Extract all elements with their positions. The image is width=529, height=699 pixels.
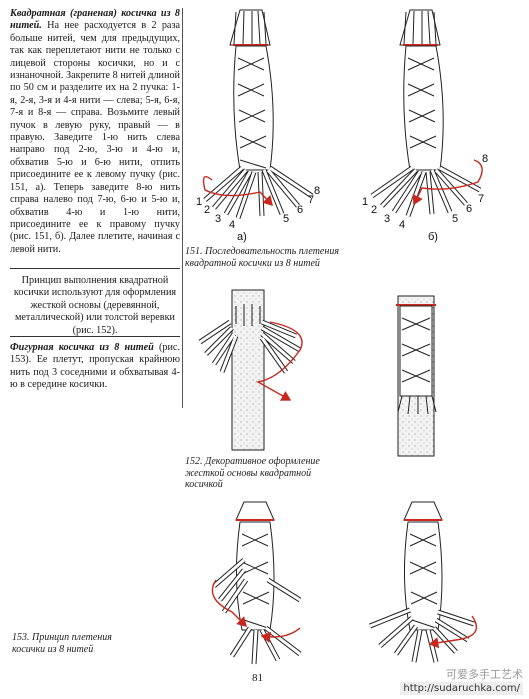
figure-151a [202,9,314,219]
watermark-title: 可爱多手工艺术 [446,668,523,681]
svg-text:8: 8 [314,185,320,197]
svg-text:6: 6 [466,203,472,215]
section-heading: Квадратная (граненая) косичка из 8 нитей… [10,8,180,32]
divider-2 [10,336,180,337]
page-number: 81 [252,672,263,684]
svg-text:7: 7 [478,193,484,205]
figure-151b-labels: 1 2 3 4 5 6 7 8 б) [362,153,488,243]
section-figured: Фигурная косичка из 8 нитей (рис. 153). … [10,342,180,392]
svg-text:4: 4 [399,219,405,231]
divider [10,268,180,269]
svg-text:3: 3 [384,213,390,225]
svg-text:а): а) [237,231,247,243]
svg-text:3: 3 [215,213,221,225]
column-divider [182,8,183,408]
svg-text:8: 8 [482,153,488,165]
svg-text:2: 2 [204,204,210,216]
svg-text:7: 7 [308,194,314,206]
section-heading-3: Фигурная косичка из 8 нитей [10,342,154,353]
figure-152-rod-right [396,295,437,457]
figure-151a-labels: 1 2 3 4 5 6 7 8 а) [196,185,320,243]
svg-text:6: 6 [297,204,303,216]
svg-text:2: 2 [371,204,377,216]
svg-text:4: 4 [229,219,235,231]
watermark-url: http://sudaruchka.com/ [400,682,523,695]
watermark: 可爱多手工艺术 http://sudaruchka.com/ [400,666,523,695]
figure-151b [370,9,483,217]
section-principle: Принцип выполнения квадратной косички ис… [10,275,180,337]
caption-fig-152: 152. Декоративное оформление жесткой осн… [185,456,320,490]
svg-text:5: 5 [452,213,458,225]
section-braid-8: Квадратная (граненая) косичка из 8 нитей… [10,8,180,256]
caption-fig-151: 151. Последовательность плетения квадрат… [185,246,339,269]
section-body-2: Принцип выполнения квадратной косички ис… [13,275,177,336]
svg-text:б): б) [428,231,438,243]
svg-text:1: 1 [362,196,368,208]
svg-text:1: 1 [196,196,202,208]
figure-152-rod-left [198,289,303,451]
figure-153-right [369,501,478,663]
caption-fig-153: 153. Принцип плетения косички из 8 нитей [12,632,112,655]
figure-153-left [211,501,302,665]
section-body: На нее расходуется в 2 раза больше нитей… [10,20,180,255]
section-body-3: (рис. 153). Ее плетут, пропуская крайнюю… [10,342,180,391]
svg-text:5: 5 [283,213,289,225]
